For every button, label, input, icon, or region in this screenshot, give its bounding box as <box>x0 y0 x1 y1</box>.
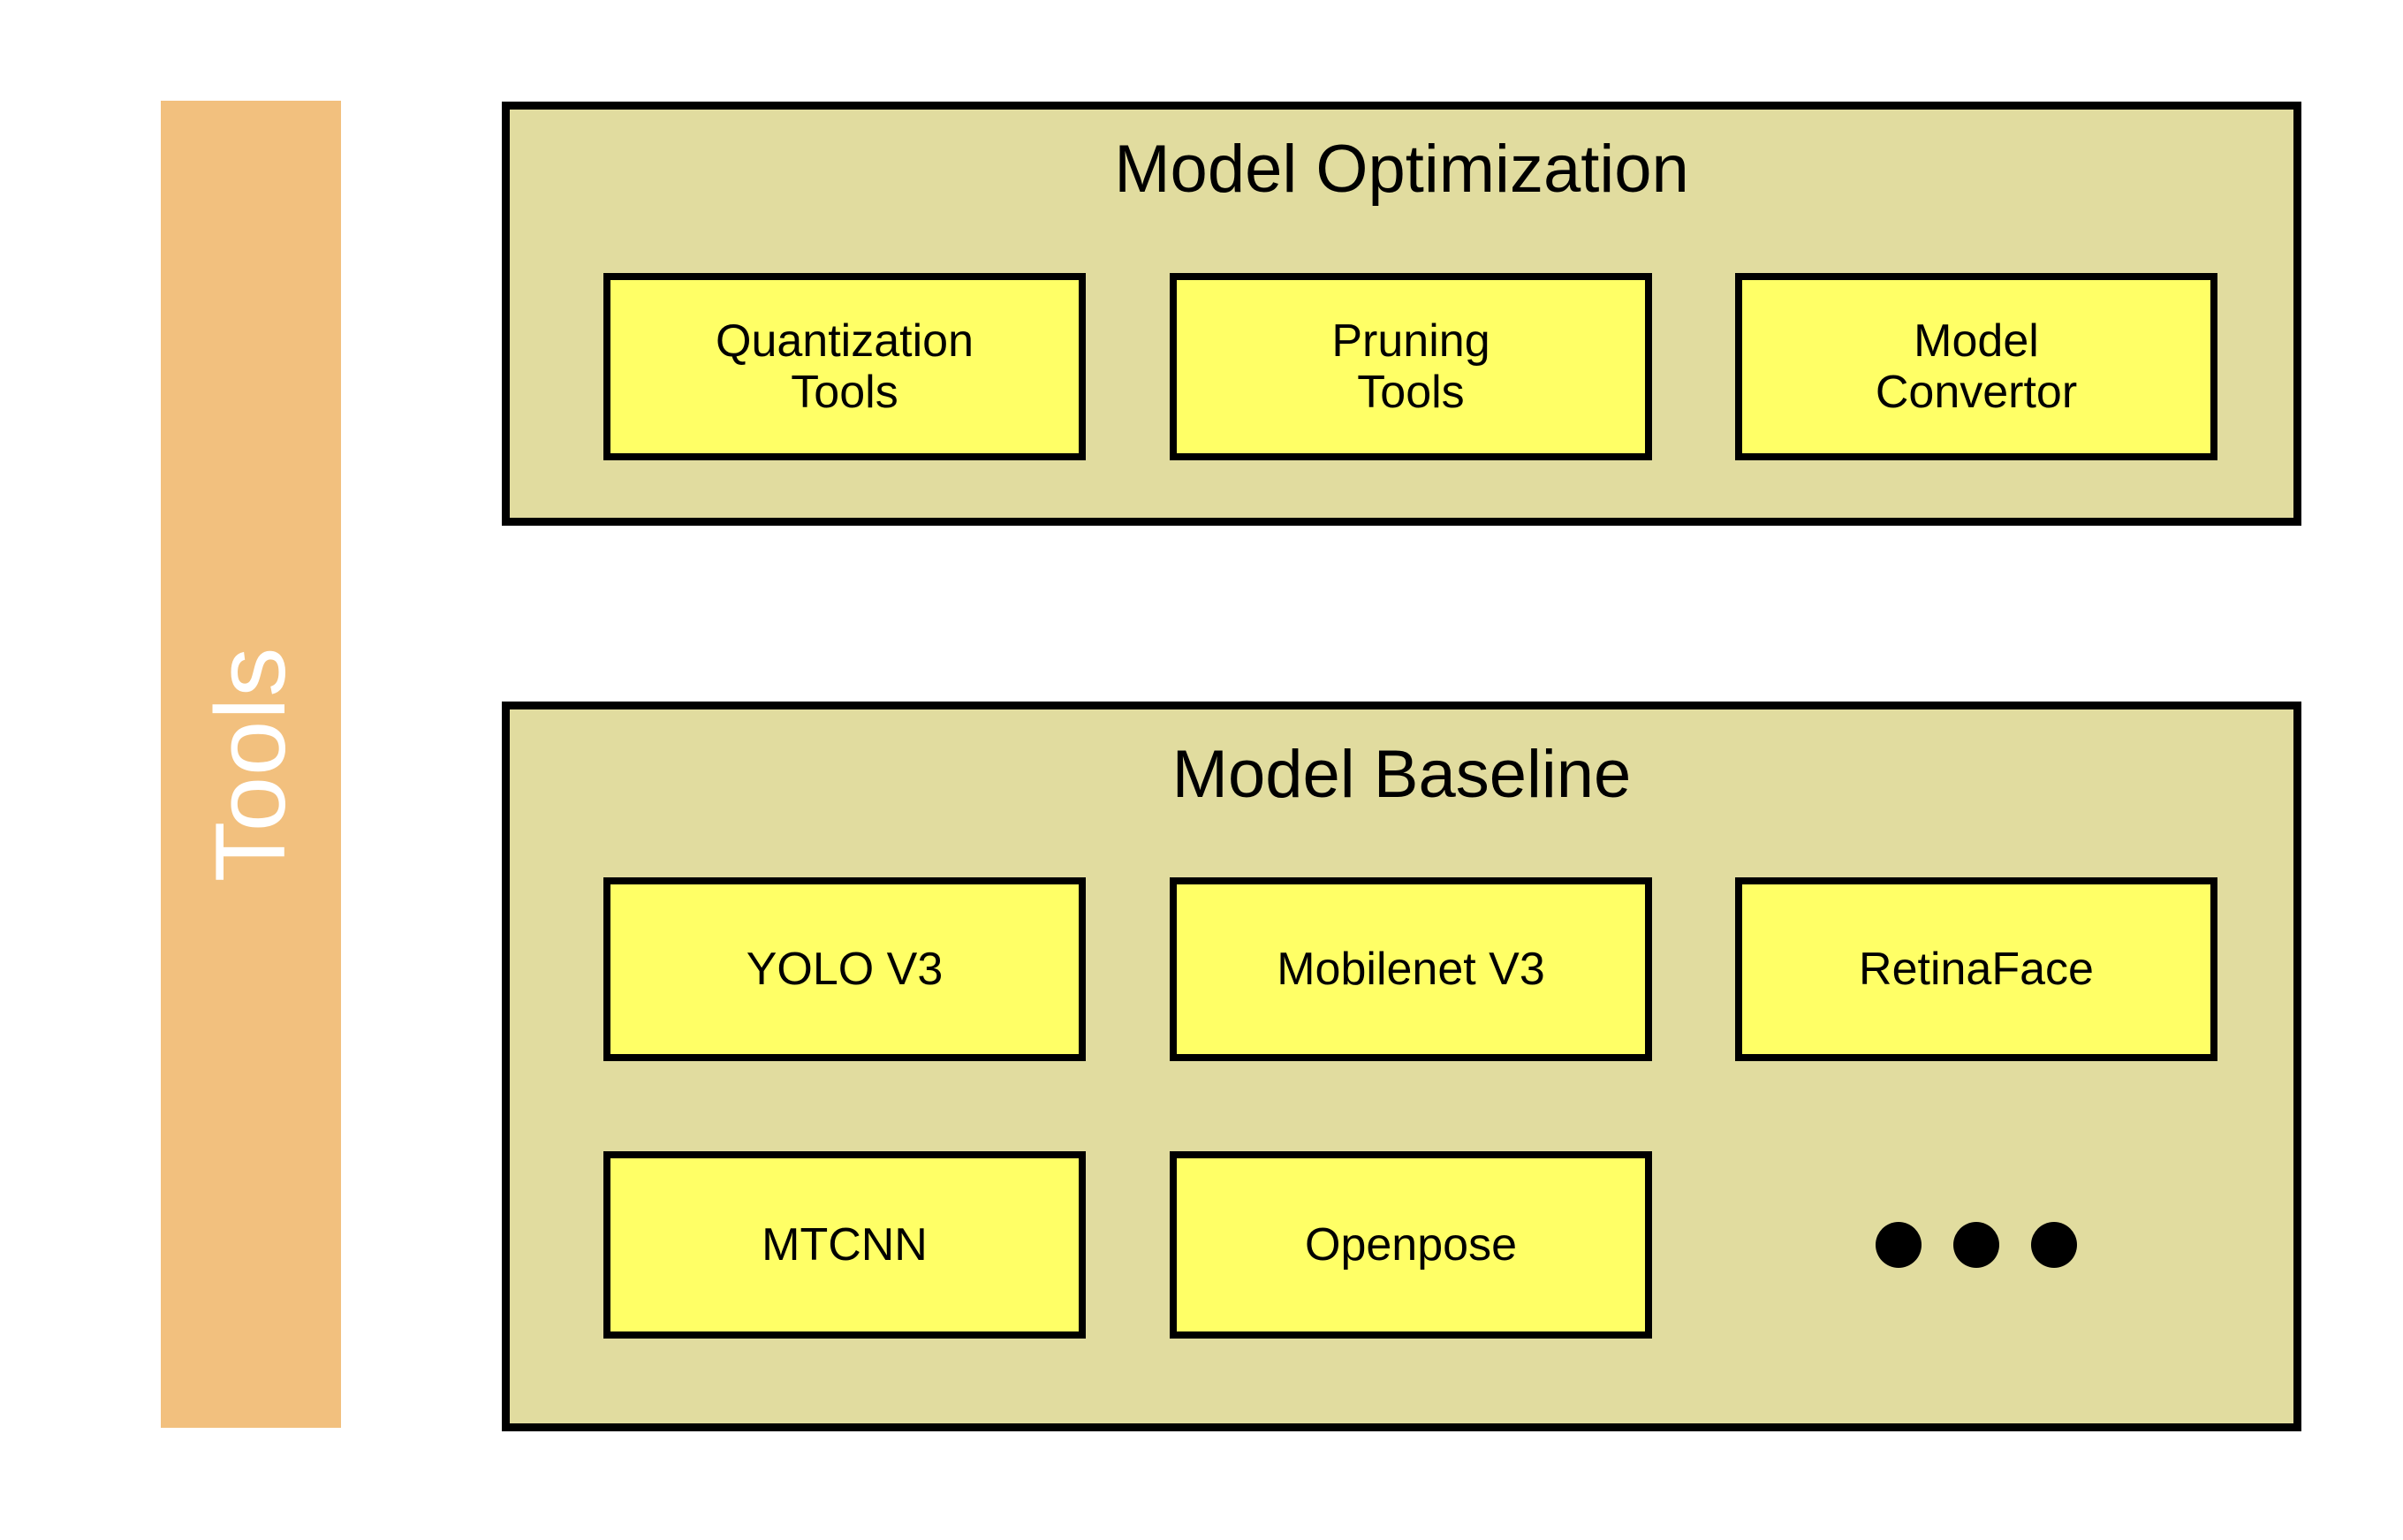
panel-title-model-optimization: Model Optimization <box>1114 132 1689 207</box>
dot-icon <box>1876 1222 1922 1268</box>
item-openpose-label: Openpose <box>1305 1218 1517 1271</box>
item-mobilenet-v3[interactable]: Mobilenet V3 <box>1170 877 1652 1061</box>
item-mtcnn[interactable]: MTCNN <box>603 1151 1086 1339</box>
panel-model-optimization: Model Optimization Quantization Tools Pr… <box>502 102 2301 526</box>
category-bar-label: Tools <box>195 646 306 883</box>
dot-icon <box>1953 1222 1999 1268</box>
item-mtcnn-label: MTCNN <box>762 1218 928 1271</box>
ellipsis-dots-icon <box>1735 1151 2217 1339</box>
item-quantization-tools-label: Quantization Tools <box>716 315 974 418</box>
item-yolo-v3-label: YOLO V3 <box>746 943 944 995</box>
item-mobilenet-v3-label: Mobilenet V3 <box>1277 943 1545 995</box>
item-model-convertor-label: Model Convertor <box>1875 315 2078 418</box>
item-pruning-tools-label: Pruning Tools <box>1331 315 1490 418</box>
category-bar-tools: Tools <box>161 101 341 1428</box>
item-pruning-tools[interactable]: Pruning Tools <box>1170 273 1652 460</box>
dot-icon <box>2031 1222 2077 1268</box>
panel-title-model-baseline: Model Baseline <box>1171 737 1632 812</box>
item-retinaface-label: RetinaFace <box>1859 943 2094 995</box>
item-quantization-tools[interactable]: Quantization Tools <box>603 273 1086 460</box>
panel-model-baseline: Model Baseline YOLO V3 Mobilenet V3 Reti… <box>502 702 2301 1431</box>
item-yolo-v3[interactable]: YOLO V3 <box>603 877 1086 1061</box>
item-model-convertor[interactable]: Model Convertor <box>1735 273 2217 460</box>
item-openpose[interactable]: Openpose <box>1170 1151 1652 1339</box>
item-retinaface[interactable]: RetinaFace <box>1735 877 2217 1061</box>
